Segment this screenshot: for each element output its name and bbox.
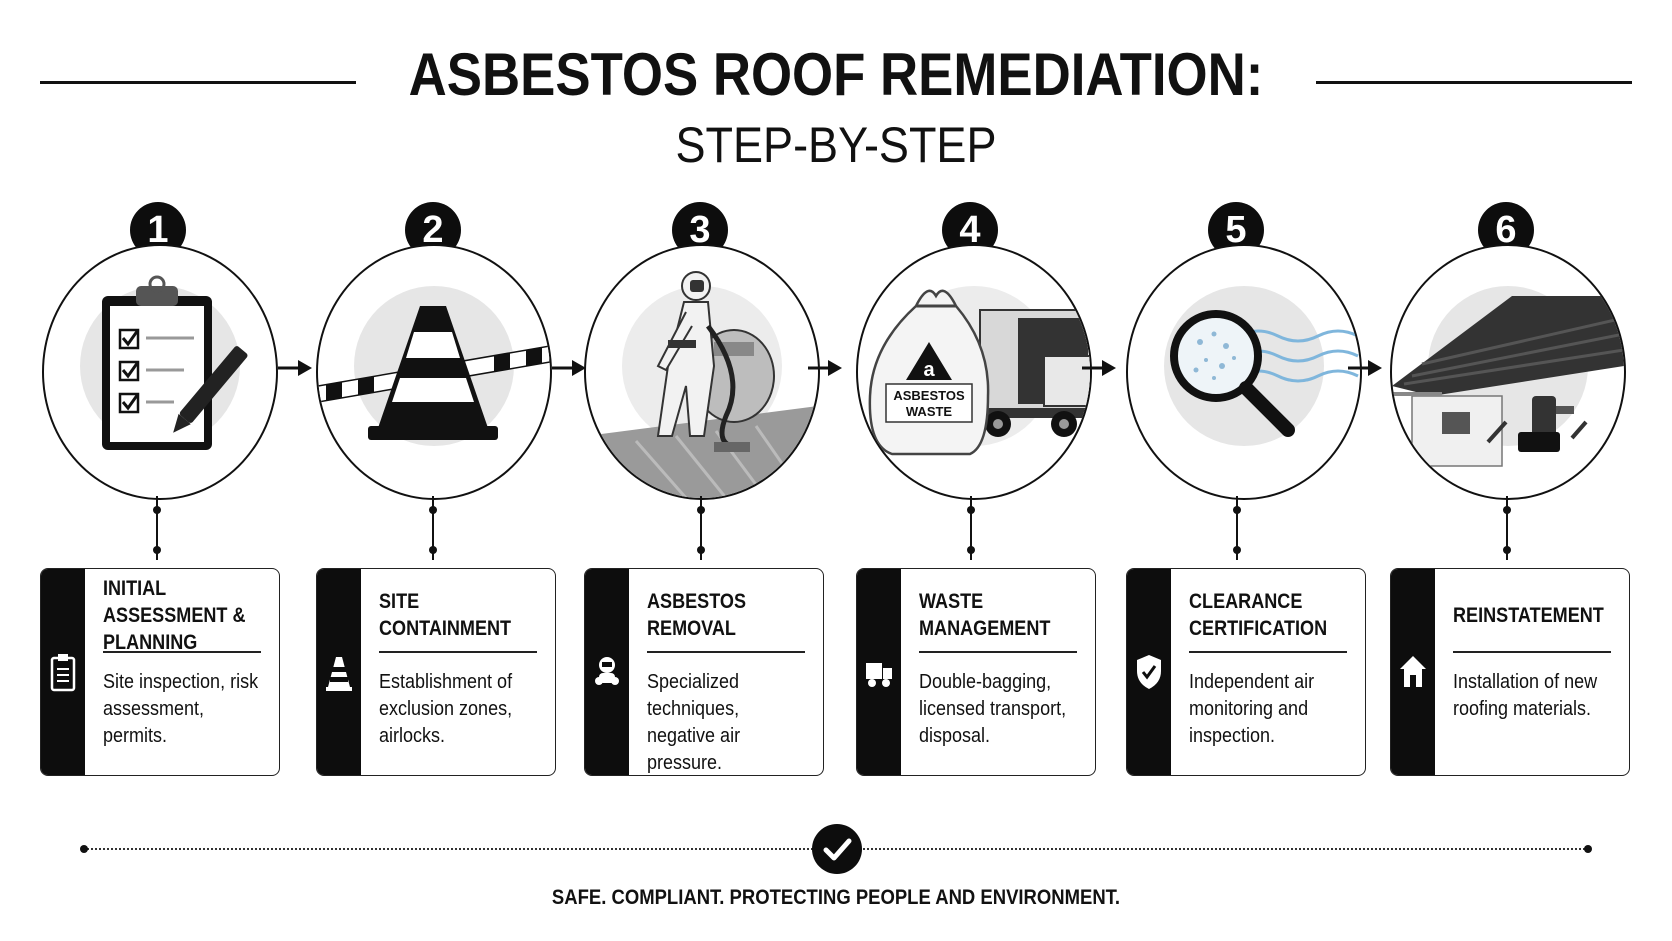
step-card-1: INITIAL ASSESSMENT & PLANNING Site inspe…: [40, 568, 280, 776]
respirator-icon: [595, 657, 619, 685]
step-description: Specialized techniques, negative air pre…: [647, 671, 741, 774]
connector-3: [700, 496, 702, 560]
new-roof-illustration: [1392, 296, 1624, 467]
step-title: ASBESTOS REMOVAL: [647, 590, 747, 640]
step-description: Independent air monitoring and inspectio…: [1189, 671, 1315, 747]
truck-icon: [866, 663, 892, 687]
step-title: INITIAL ASSESSMENT & PLANNING: [103, 576, 246, 654]
step-card-4: WASTE MANAGEMENT Double-bagging, license…: [856, 568, 1096, 776]
arrow-right-icon: [808, 360, 842, 376]
shield-check-icon: [1137, 655, 1161, 689]
connector-dot: [1233, 546, 1241, 554]
connector-dot: [429, 546, 437, 554]
footer-dot-right: [1584, 845, 1592, 853]
connector-5: [1236, 496, 1238, 560]
clipboard-illustration: [102, 275, 248, 450]
header-rule-right: [1316, 81, 1632, 84]
checkmark-icon: [812, 824, 862, 874]
connector-dot: [697, 506, 705, 514]
connector-dot: [697, 546, 705, 554]
step-title: WASTE MANAGEMENT: [919, 590, 1051, 640]
connector-1: [156, 496, 158, 560]
connector-4: [970, 496, 972, 560]
step-title: REINSTATEMENT: [1453, 603, 1604, 627]
connector-dot: [153, 506, 161, 514]
connector-dot: [967, 546, 975, 554]
arrow-right-icon: [1348, 360, 1382, 376]
magnifier-illustration: [1170, 310, 1359, 437]
header-rule-left: [40, 81, 356, 84]
bag-label-letter: a: [923, 359, 935, 381]
step-card-5: CLEARANCE CERTIFICATION Independent air …: [1126, 568, 1366, 776]
step-illustration-6: [1390, 244, 1626, 500]
step-card-6: REINSTATEMENT Installation of new roofin…: [1390, 568, 1630, 776]
waste-truck-illustration: a ASBESTOS WASTE: [868, 289, 1090, 456]
page-subtitle: STEP-BY-STEP: [675, 117, 997, 173]
step-illustration-3: [584, 244, 820, 500]
bag-label-line-2: WASTE: [906, 404, 953, 419]
clipboard-icon: [50, 654, 76, 692]
step-title: SITE CONTAINMENT: [379, 590, 512, 640]
footer-dot-left: [80, 845, 88, 853]
step-illustration-5: [1126, 244, 1362, 500]
connector-dot: [429, 506, 437, 514]
arrow-right-icon: [552, 360, 586, 376]
arrow-right-icon: [1082, 360, 1116, 376]
step-title: CLEARANCE CERTIFICATION: [1189, 590, 1328, 640]
connector-2: [432, 496, 434, 560]
connector-dot: [967, 506, 975, 514]
page-title: ASBESTOS ROOF REMEDIATION:: [408, 41, 1264, 108]
step-description: Double-bagging, licensed transport, disp…: [919, 671, 1067, 747]
connector-dot: [153, 546, 161, 554]
step-illustration-1: [42, 244, 278, 500]
connector-dot: [1503, 546, 1511, 554]
step-card-2: SITE CONTAINMENT Establishment of exclus…: [316, 568, 556, 776]
connector-dot: [1503, 506, 1511, 514]
step-illustration-4: a ASBESTOS WASTE: [856, 244, 1092, 500]
step-card-3: ASBESTOS REMOVAL Specialized techniques,…: [584, 568, 824, 776]
traffic-cone-icon: [326, 657, 352, 691]
connector-6: [1506, 496, 1508, 560]
bag-label-line-1: ASBESTOS: [893, 388, 965, 403]
house-icon: [1400, 656, 1426, 687]
step-description: Site inspection, risk assessment, permit…: [103, 671, 259, 747]
step-description: Establishment of exclusion zones, airloc…: [379, 671, 513, 747]
traffic-cone-illustration: [318, 306, 550, 440]
worker-illustration: [586, 271, 818, 498]
footer-tagline: SAFE. COMPLIANT. PROTECTING PEOPLE AND E…: [551, 886, 1121, 909]
step-illustration-2: [316, 244, 552, 500]
arrow-right-icon: [278, 360, 312, 376]
connector-dot: [1233, 506, 1241, 514]
step-description: Installation of new roofing materials.: [1453, 671, 1598, 720]
